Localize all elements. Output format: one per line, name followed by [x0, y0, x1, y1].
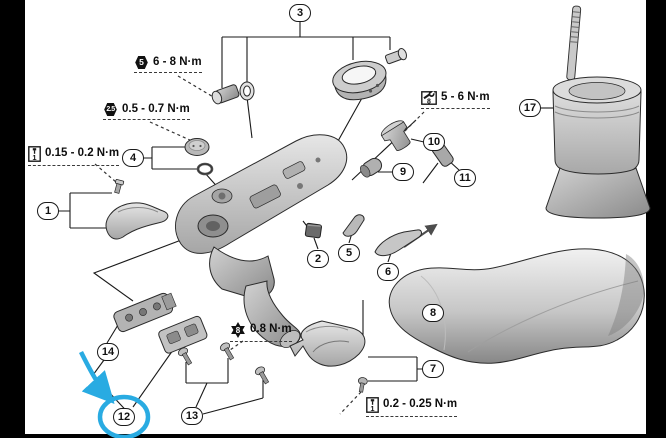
torque-value: 0.8 N·m	[250, 323, 292, 336]
torque-label-screwdriver-1: 1 0.15 - 0.2 N·m	[28, 146, 120, 166]
hex-key-icon: 5	[135, 56, 148, 69]
part-6-plate	[374, 229, 422, 257]
callout-8: 8	[422, 304, 444, 322]
callout-number: 6	[384, 265, 392, 278]
part-1-lever	[105, 179, 169, 240]
letterbox-left	[0, 0, 25, 438]
torque-value: 0.15 - 0.2 N·m	[45, 147, 120, 160]
part-main-body	[175, 134, 348, 348]
callout-12-highlighted: 12	[113, 408, 135, 426]
callout-number: 8	[429, 306, 437, 319]
callout-number: 3	[296, 6, 304, 19]
svg-text:1: 1	[370, 404, 374, 413]
svg-text:8: 8	[427, 98, 431, 105]
torque-value: 5 - 6 N·m	[441, 91, 490, 104]
callout-number: 9	[399, 165, 407, 178]
screwdriver-icon: 1	[366, 397, 379, 413]
callout-number: 12	[117, 410, 131, 423]
callout-2: 2	[307, 250, 329, 268]
callout-9: 9	[392, 163, 414, 181]
callout-1: 1	[37, 202, 59, 220]
torque-value: 6 - 8 N·m	[153, 55, 202, 68]
torque-label-screwdriver-2: 1 0.2 - 0.25 N·m	[366, 397, 458, 417]
callout-10: 10	[423, 133, 445, 151]
torque-label-hex5: 5 6 - 8 N·m	[134, 56, 202, 73]
callout-11: 11	[454, 169, 476, 187]
callout-3: 3	[289, 4, 311, 22]
torque-leader-lines	[94, 75, 425, 415]
callout-number: 17	[523, 101, 537, 114]
callout-number: 4	[129, 151, 137, 164]
callout-number: 2	[314, 252, 322, 265]
part-3-clamp-bolt	[211, 81, 255, 105]
part-5-lever	[342, 214, 365, 237]
part-3-clamp-band	[332, 60, 387, 101]
torque-value: 0.5 - 0.7 N·m	[122, 102, 190, 115]
part-10-adjuster	[380, 120, 411, 151]
part-2-pad	[304, 222, 322, 239]
callout-number: 5	[345, 246, 353, 259]
letterbox-right	[646, 0, 666, 438]
part-4-cap	[184, 138, 214, 176]
callout-4: 4	[122, 149, 144, 167]
callout-6: 6	[377, 263, 399, 281]
callout-number: 14	[101, 345, 115, 358]
callout-5: 5	[338, 244, 360, 262]
torque-label-wrench-8: 8 5 - 6 N·m	[421, 91, 490, 109]
part-13-screws	[177, 342, 270, 385]
callout-13: 13	[181, 407, 203, 425]
torque-label-hex25: 2.5 0.5 - 0.7 N·m	[103, 103, 190, 120]
callout-number: 13	[185, 409, 199, 422]
part-3-fixing-bolt	[384, 48, 407, 65]
open-wrench-icon: 8	[421, 91, 437, 105]
part-8-hood	[388, 248, 645, 364]
callout-number: 10	[427, 135, 441, 148]
callout-number: 1	[44, 204, 52, 217]
part-12-bracket	[158, 315, 208, 354]
part-14-plate	[113, 292, 177, 333]
callout-7: 7	[422, 360, 444, 378]
callout-number: 11	[459, 171, 471, 184]
svg-text:1: 1	[32, 153, 36, 162]
part-9-cap	[360, 157, 383, 178]
callout-17: 17	[519, 99, 541, 117]
svg-text:8: 8	[236, 326, 241, 335]
callout-14: 14	[97, 343, 119, 361]
torque-value: 0.2 - 0.25 N·m	[383, 398, 458, 411]
callout-number: 7	[429, 362, 437, 375]
part-17-cover	[545, 5, 651, 219]
screwdriver-icon: 1	[28, 146, 41, 162]
torx-icon: 8	[231, 322, 245, 338]
part-7-cover	[289, 320, 368, 393]
torque-label-torx-8: 8 0.8 N·m	[230, 322, 292, 342]
letterbox-bottom	[0, 434, 666, 438]
hex-key-icon: 2.5	[104, 103, 117, 116]
